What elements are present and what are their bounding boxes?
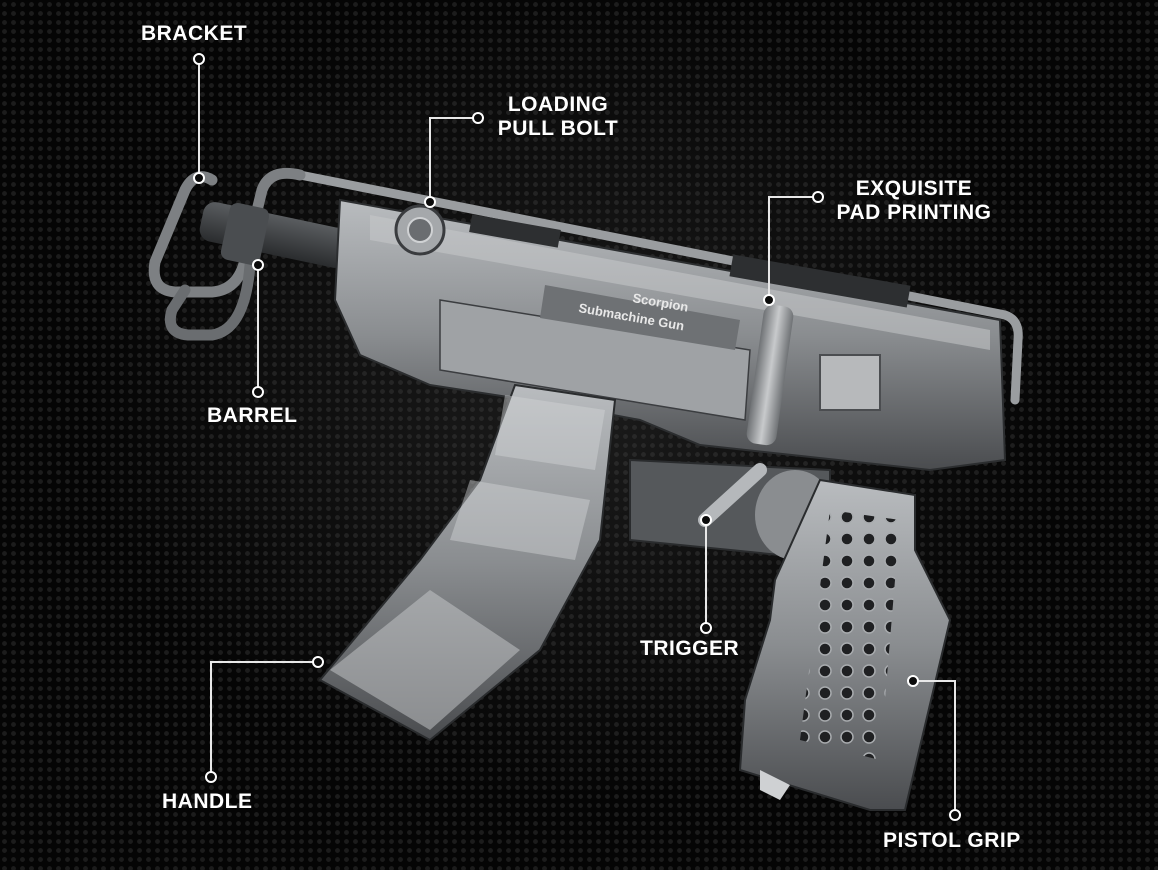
trigger-assembly: [629, 458, 835, 562]
receiver: [333, 198, 1007, 472]
pistol-grip: [738, 478, 952, 811]
exquisite-pad-printing-label: EXQUISITE PAD PRINTING: [826, 177, 1002, 225]
trigger-label: TRIGGER: [640, 637, 740, 660]
pistol-grip-label: PISTOL GRIP: [883, 829, 1021, 852]
exquisite-line-2: PAD PRINTING: [836, 201, 992, 224]
exquisite-line-1: EXQUISITE: [855, 177, 973, 200]
handle-label: HANDLE: [162, 790, 253, 813]
callout-dots: [193, 53, 961, 821]
bracket-label: BRACKET: [141, 22, 248, 45]
stock-bracket: [148, 167, 1023, 405]
callout-lines: [198, 59, 956, 815]
loading-pull-bolt-line-2: PULL BOLT: [497, 117, 619, 140]
loading-pull-bolt-line-1: LOADING: [507, 93, 609, 116]
barrel: [199, 202, 351, 268]
barrel-label: BARREL: [207, 404, 298, 427]
magazine-handle: [318, 383, 617, 742]
loading-pull-bolt-label: LOADING PULL BOLT: [488, 93, 628, 141]
